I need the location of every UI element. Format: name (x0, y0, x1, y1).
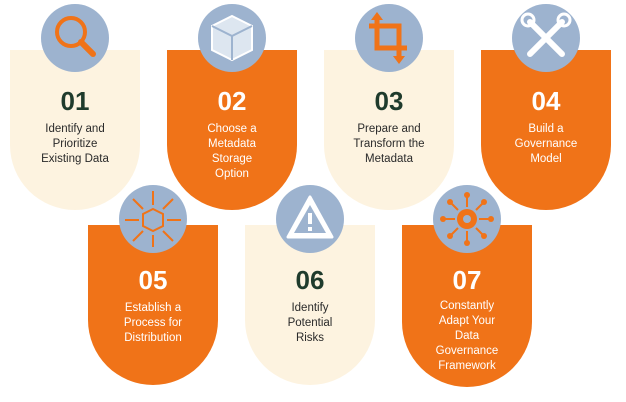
distribution-box-icon (119, 185, 187, 253)
warning-icon (276, 185, 344, 253)
step-label: Establish a Process for Distribution (123, 302, 183, 344)
step-card-07: 07 Constantly Adapt Your Data Governance… (402, 225, 532, 387)
magnifier-icon (41, 4, 109, 72)
step-card-02: 02 Choose a Metadata Storage Option (167, 50, 297, 210)
step-number: 04 (531, 86, 561, 116)
step-number: 05 (138, 265, 168, 295)
gear-network-icon (433, 185, 501, 253)
step-number: 07 (452, 265, 482, 295)
step-card-03: 03 Prepare and Transform the Metadata (324, 50, 454, 210)
step-label: Identify and Prioritize Existing Data (41, 123, 109, 165)
step-card-01: 01 Identify and Prioritize Existing Data (10, 50, 140, 210)
step-label: Build a Governance Model (514, 123, 578, 165)
step-number: 02 (217, 86, 247, 116)
step-number: 01 (60, 86, 90, 116)
step-label: Choose a Metadata Storage Option (207, 123, 257, 180)
step-label: Identify Potential Risks (287, 302, 333, 344)
step-number: 06 (295, 265, 325, 295)
step-card-04: 04 Build a Governance Model (481, 50, 611, 210)
step-label: Prepare and Transform the Metadata (353, 123, 425, 165)
box-icon (198, 4, 266, 72)
crop-transform-icon (355, 4, 423, 72)
step-label: Constantly Adapt Your Data Governance Fr… (435, 300, 499, 372)
wrench-screwdriver-icon (512, 4, 580, 72)
step-number: 03 (374, 86, 404, 116)
